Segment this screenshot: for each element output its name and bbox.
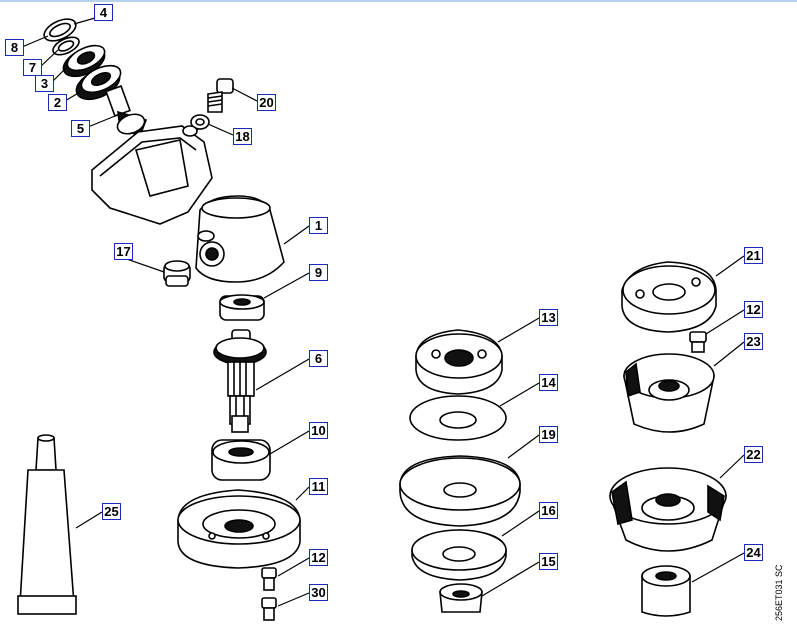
part-cup-22 (608, 467, 728, 552)
part-cup-23 (623, 353, 715, 433)
callout-9: 9 (309, 264, 328, 281)
callout-22: 22 (744, 446, 763, 463)
callout-23: 23 (744, 333, 763, 350)
reference-code-text: 256ET031 SC (774, 564, 784, 621)
callout-7: 7 (23, 59, 42, 76)
part-shaft-6 (213, 329, 267, 433)
callout-25: 25 (102, 503, 121, 520)
reference-code: 256ET031 SC (774, 564, 784, 621)
part-bearing-3 (62, 44, 106, 78)
callout-3: 3 (35, 75, 54, 92)
callout-15: 15 (539, 553, 558, 570)
part-pinion-5 (105, 85, 148, 138)
callout-19: 18 (233, 128, 252, 145)
callout-17: 19 (539, 426, 558, 443)
callout-2: 2 (48, 94, 67, 111)
callout-14: 14 (539, 374, 558, 391)
part-washer-14 (409, 395, 507, 441)
callout-4: 4 (94, 4, 113, 21)
callout-12-lower: 12 (309, 549, 328, 566)
callout-6: 6 (309, 350, 328, 367)
callout-10: 10 (309, 422, 328, 439)
part-washer-7 (52, 36, 80, 56)
part-plate-17 (399, 455, 521, 527)
part-screw-12-upper (689, 331, 707, 353)
callout-30: 30 (309, 584, 328, 601)
part-bearing-10 (211, 439, 271, 481)
part-thrust-plate-11 (177, 489, 301, 569)
part-plug-18 (163, 260, 191, 287)
callout-21: 21 (744, 247, 763, 264)
part-cover-21 (621, 261, 717, 333)
callout-11: 11 (309, 478, 328, 495)
part-circlip (43, 18, 77, 42)
part-disc-13 (415, 329, 503, 395)
callout-18: 17 (114, 243, 133, 260)
callout-5: 5 (71, 120, 90, 137)
callout-20: 20 (257, 94, 276, 111)
callout-13: 13 (539, 309, 558, 326)
part-nut-15 (439, 583, 483, 613)
callout-8: 8 (5, 39, 24, 56)
part-gear-housing-1 (91, 125, 285, 283)
leader-lines (21, 17, 745, 607)
callout-12-upper: 12 (744, 301, 763, 318)
part-grease-tube-25 (17, 434, 77, 615)
part-bearing-9 (219, 294, 265, 321)
callout-1: 1 (309, 217, 328, 234)
part-screw-12-lower (261, 567, 277, 591)
part-screw-20 (207, 78, 234, 113)
part-washer-19 (190, 114, 210, 130)
callout-16: 16 (539, 502, 558, 519)
callout-24: 24 (744, 544, 763, 561)
part-disc-16 (411, 529, 507, 581)
part-bushing-24 (641, 565, 691, 617)
part-screw-30 (261, 597, 277, 621)
